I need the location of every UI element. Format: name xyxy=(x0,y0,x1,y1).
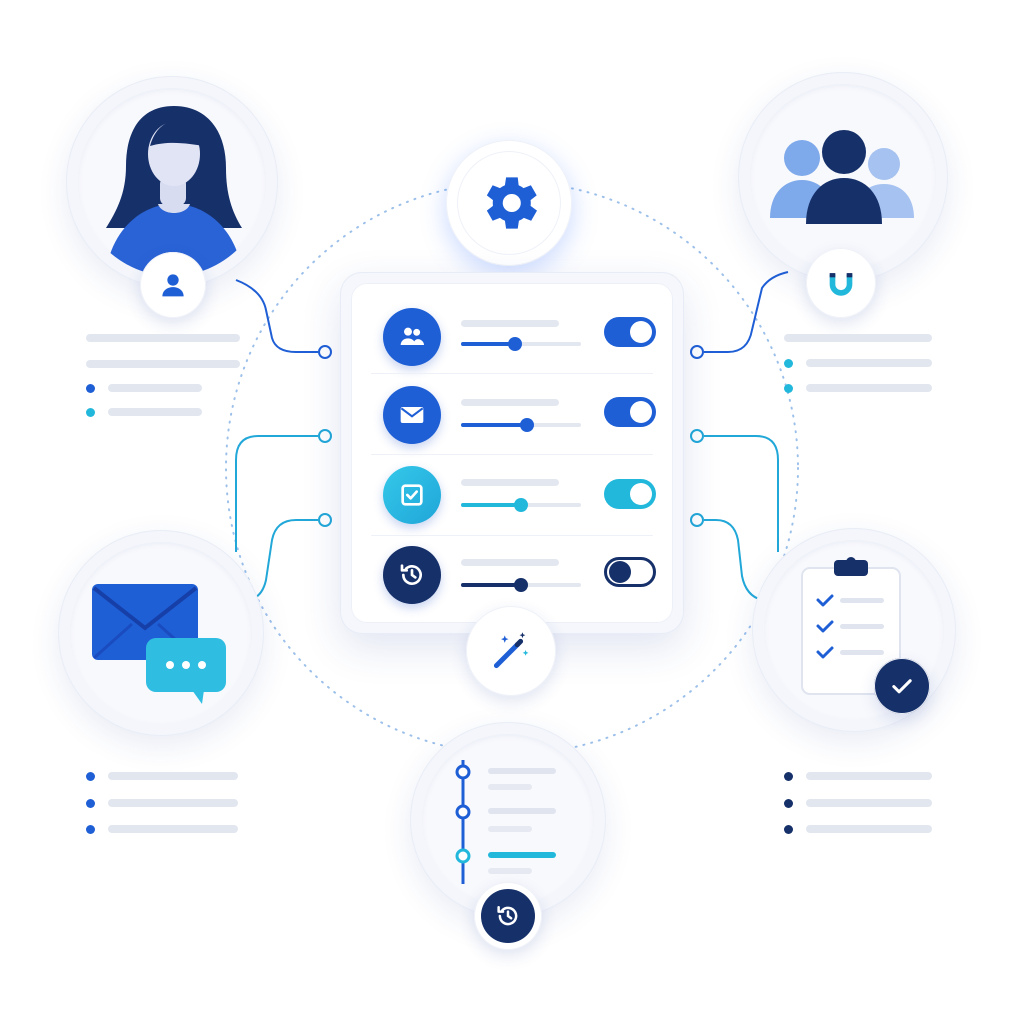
tasks-badge[interactable] xyxy=(874,658,930,714)
placeholder-line xyxy=(108,384,202,392)
toggle-knob xyxy=(630,483,652,505)
connector-team xyxy=(704,271,789,353)
settings-panel-inner xyxy=(351,283,673,623)
placeholder-line xyxy=(784,334,932,342)
history-icon xyxy=(481,889,535,943)
bullet-dot xyxy=(784,359,793,368)
slider-fill xyxy=(461,503,521,507)
bullet-dot xyxy=(784,772,793,781)
clipboard-checklist-icon xyxy=(801,557,901,695)
gear-icon xyxy=(486,177,537,229)
gear-hub[interactable] xyxy=(446,140,572,266)
group-icon xyxy=(770,130,914,224)
user-avatar xyxy=(78,88,266,276)
connector-user xyxy=(235,279,318,353)
users-toggle[interactable] xyxy=(604,317,656,347)
history-icon xyxy=(383,546,441,604)
connector-messages-a xyxy=(235,435,318,552)
row-divider xyxy=(371,454,653,455)
node-timeline[interactable] xyxy=(410,722,606,918)
slider-fill xyxy=(461,583,521,587)
users-icon xyxy=(383,308,441,366)
check-icon xyxy=(892,679,912,694)
port-left-2 xyxy=(318,429,332,443)
placeholder-line xyxy=(108,772,238,780)
magic-wand-button[interactable] xyxy=(466,606,556,696)
port-left-1 xyxy=(318,345,332,359)
mail-icon xyxy=(383,386,441,444)
toggle-knob xyxy=(630,321,652,343)
port-right-2 xyxy=(690,429,704,443)
connector-tasks-a xyxy=(704,435,779,552)
placeholder-line xyxy=(108,825,238,833)
bullet-dot xyxy=(86,384,95,393)
row-label-placeholder xyxy=(461,479,559,486)
user-badge[interactable] xyxy=(140,252,206,318)
users-slider[interactable] xyxy=(461,337,581,351)
timeline-badge[interactable] xyxy=(474,882,542,950)
placeholder-line xyxy=(806,825,932,833)
settings-panel xyxy=(340,272,684,634)
placeholder-line xyxy=(108,799,238,807)
team-badge[interactable] xyxy=(806,248,876,318)
connector-tasks-b xyxy=(704,519,763,601)
tasks-toggle[interactable] xyxy=(604,479,656,509)
envelope-chat-icon xyxy=(92,584,226,704)
placeholder-line xyxy=(806,772,932,780)
user-icon xyxy=(162,274,184,297)
team-avatar xyxy=(750,84,936,270)
slider-fill xyxy=(461,423,527,427)
row-divider xyxy=(371,373,653,374)
bullet-dot xyxy=(86,825,95,834)
timeline-illustration xyxy=(422,734,594,906)
row-label-placeholder xyxy=(461,320,559,327)
node-messages[interactable] xyxy=(58,530,264,736)
bullet-dot xyxy=(86,408,95,417)
port-left-3 xyxy=(318,513,332,527)
magnet-icon xyxy=(829,273,853,296)
row-label-placeholder xyxy=(461,399,559,406)
slider-thumb[interactable] xyxy=(514,498,528,512)
timeline-icon xyxy=(455,760,556,884)
placeholder-line xyxy=(86,334,240,342)
slider-thumb[interactable] xyxy=(508,337,522,351)
placeholder-line xyxy=(806,359,932,367)
mail-slider[interactable] xyxy=(461,418,581,432)
placeholder-line xyxy=(806,799,932,807)
bullet-dot xyxy=(784,384,793,393)
slider-thumb[interactable] xyxy=(520,418,534,432)
row-divider xyxy=(371,535,653,536)
row-label-placeholder xyxy=(461,559,559,566)
toggle-knob xyxy=(630,401,652,423)
mail-toggle[interactable] xyxy=(604,397,656,427)
tasks-slider[interactable] xyxy=(461,498,581,512)
placeholder-line xyxy=(806,384,932,392)
history-slider[interactable] xyxy=(461,578,581,592)
gear-hub-inner xyxy=(457,151,561,255)
bullet-dot xyxy=(784,799,793,808)
slider-thumb[interactable] xyxy=(514,578,528,592)
toggle-knob xyxy=(609,561,631,583)
placeholder-line xyxy=(86,360,240,368)
port-right-1 xyxy=(690,345,704,359)
slider-fill xyxy=(461,342,515,346)
woman-avatar-icon xyxy=(106,106,242,276)
messages-illustration xyxy=(70,542,252,724)
connector-messages-b xyxy=(247,519,318,601)
history-toggle[interactable] xyxy=(604,557,656,587)
checkbox-icon xyxy=(383,466,441,524)
node-team[interactable] xyxy=(738,72,948,282)
bullet-dot xyxy=(86,772,95,781)
bullet-dot xyxy=(784,825,793,834)
placeholder-line xyxy=(108,408,202,416)
bullet-dot xyxy=(86,799,95,808)
port-right-3 xyxy=(690,513,704,527)
magic-wand-icon xyxy=(493,632,529,669)
